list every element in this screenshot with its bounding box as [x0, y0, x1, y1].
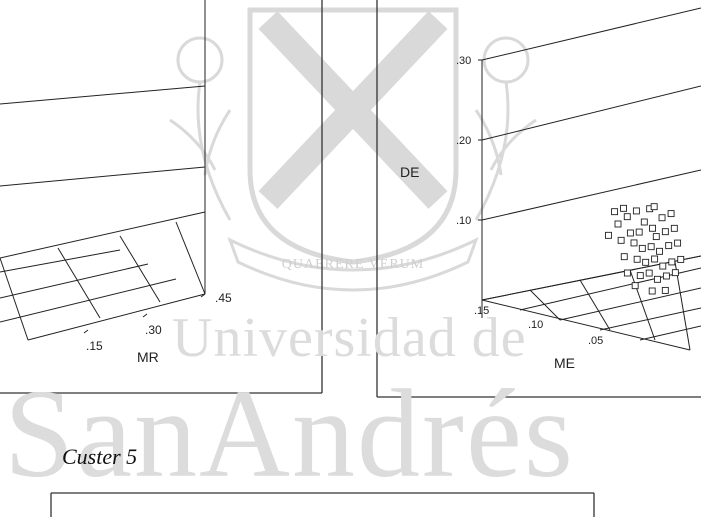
data-point	[671, 269, 679, 277]
x-tick-mark	[200, 293, 206, 298]
data-point	[658, 214, 666, 222]
data-point	[642, 258, 650, 266]
watermark-text-universidad: Universidad de	[172, 307, 527, 369]
data-point	[649, 224, 656, 232]
data-point	[665, 242, 673, 250]
data-point	[630, 239, 638, 247]
data-point	[670, 224, 678, 232]
floor-gridline	[0, 257, 29, 341]
x-axis-title: ME	[554, 355, 575, 371]
crest-ribbon	[227, 237, 479, 292]
floor-gridline	[629, 269, 656, 341]
floor-gridline	[0, 249, 121, 273]
floor-gridline	[559, 287, 701, 321]
y-tick-label: .10	[456, 215, 471, 227]
x-tick-mark	[142, 313, 148, 318]
y-tick-label: .30	[456, 55, 471, 67]
watermark-text-sanandres: SanAndrés	[4, 365, 575, 504]
data-point	[650, 203, 658, 211]
floor-gridline	[519, 267, 701, 311]
floor-gridline	[57, 247, 101, 319]
wall-top-edge	[481, 7, 701, 61]
data-point	[636, 272, 644, 280]
data-point	[677, 255, 685, 263]
wall-gridline	[481, 169, 701, 221]
floor-gridline	[639, 325, 701, 341]
cluster-caption: Custer 5	[62, 444, 138, 469]
x-axis-title: MR	[137, 349, 159, 365]
data-point	[651, 255, 659, 263]
data-point	[652, 233, 660, 241]
data-point	[648, 287, 656, 295]
y-tick-label: .20	[456, 135, 471, 147]
floor-gridline	[674, 261, 691, 351]
data-point	[633, 255, 641, 263]
y-axis-title: DE	[400, 164, 419, 180]
data-point	[614, 220, 622, 228]
x-tick-label: .10	[528, 319, 543, 331]
data-point	[647, 243, 655, 251]
data-point	[661, 228, 669, 236]
data-point	[668, 258, 676, 266]
data-point	[623, 213, 631, 221]
data-point	[640, 218, 648, 226]
bottom-chart-frame	[50, 492, 595, 517]
data-point	[632, 207, 640, 215]
data-point	[631, 282, 639, 290]
x-tick-label: .15	[474, 305, 489, 317]
floor-front-edge	[27, 293, 206, 341]
watermark	[169, 7, 537, 292]
floor-gridline	[175, 221, 206, 295]
floor-gridline	[0, 263, 149, 299]
data-point	[623, 269, 631, 277]
x-tick-label: .15	[86, 339, 103, 353]
data-point	[617, 236, 625, 244]
data-point	[626, 229, 634, 237]
data-point	[662, 272, 670, 280]
floor-gridline	[529, 289, 561, 321]
data-point	[667, 210, 675, 218]
floor-gridline	[579, 279, 611, 331]
data-point	[653, 275, 661, 283]
x-tick-label: .05	[588, 335, 603, 347]
thistle-left	[169, 36, 232, 221]
wall-gridline	[0, 166, 206, 187]
data-point	[611, 208, 619, 216]
floor-gridline	[0, 278, 177, 323]
crest-emblem	[258, 11, 448, 209]
data-point	[661, 286, 669, 294]
wall-bottom-edge	[0, 211, 206, 259]
floor-gridline	[599, 307, 701, 331]
data-point	[604, 231, 612, 239]
data-point	[620, 253, 628, 261]
floor-front-edge	[481, 299, 691, 351]
floor-gridline	[119, 235, 161, 303]
data-point	[656, 247, 663, 255]
x-tick-label: .45	[215, 291, 232, 305]
wall-gridline	[0, 85, 206, 105]
wall-gridline	[481, 85, 701, 141]
left-panel	[0, 0, 323, 394]
watermark-motto: QUAERERE VERUM	[282, 257, 424, 272]
data-point	[638, 244, 646, 252]
data-point	[620, 204, 627, 212]
x-tick-mark	[83, 329, 89, 334]
x-tick-label: .30	[145, 323, 162, 337]
data-point	[674, 239, 682, 247]
crest-shield	[247, 7, 459, 265]
data-point	[635, 228, 643, 236]
data-point	[659, 262, 667, 270]
data-point	[645, 269, 653, 277]
right-panel	[376, 0, 701, 398]
